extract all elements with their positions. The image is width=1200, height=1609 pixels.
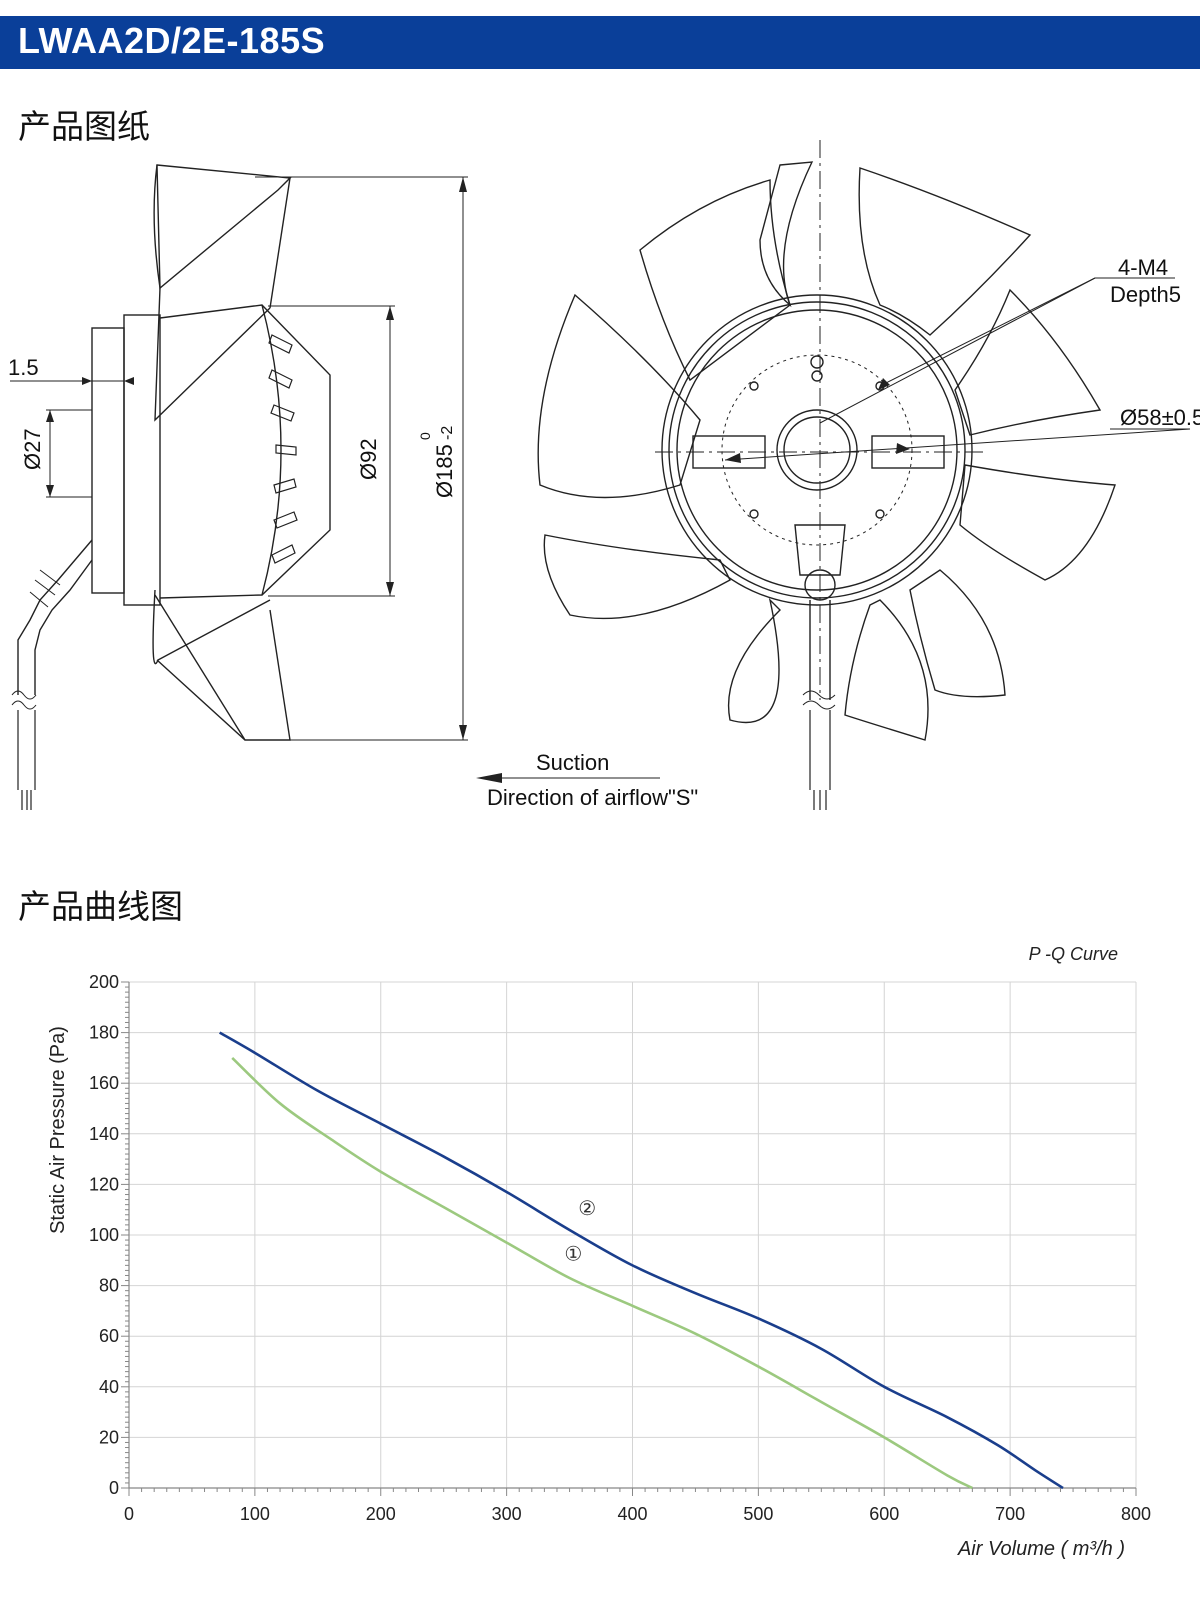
x-tick-label: 100 (240, 1504, 270, 1524)
section-title-curve: 产品曲线图 (18, 887, 183, 926)
y-tick-label: 0 (109, 1478, 119, 1498)
x-tick-label: 200 (366, 1504, 396, 1524)
y-tick-label: 200 (89, 972, 119, 992)
x-tick-label: 500 (743, 1504, 773, 1524)
y-tick-label: 100 (89, 1225, 119, 1245)
x-tick-label: 400 (617, 1504, 647, 1524)
section-title-drawing: 产品图纸 (18, 107, 150, 146)
dim-overall-tol-lower: -2 (439, 426, 456, 440)
y-tick-label: 160 (89, 1073, 119, 1093)
y-tick-label: 120 (89, 1174, 119, 1194)
series-line-2 (218, 1031, 1064, 1490)
airflow-label: Direction of airflow"S" (487, 785, 698, 810)
x-tick-label: 700 (995, 1504, 1025, 1524)
chart-ticks: 0 100 200 300 400 500 600 700 800 0 20 40 60 80 100 120… (89, 972, 1151, 1524)
front-view (476, 140, 1191, 810)
x-axis-title: Air Volume ( m³/h ) (957, 1538, 1125, 1560)
pq-chart: 0 100 200 300 400 500 600 700 800 0 20 40 60 80 100 120… (47, 944, 1151, 1560)
y-tick-label: 140 (89, 1124, 119, 1144)
technical-drawing: 1.5 Ø27 Ø92 Ø185 0 -2 (8, 140, 1200, 810)
y-tick-label: 60 (99, 1326, 119, 1346)
chart-series: ①② (218, 1031, 1064, 1490)
model-title: LWAA2D/2E-185S (18, 20, 326, 61)
dim-hub-label: Ø92 (356, 438, 381, 480)
x-tick-label: 300 (492, 1504, 522, 1524)
x-tick-label: 0 (124, 1504, 134, 1524)
dim-overall-tol-upper: 0 (417, 432, 433, 440)
y-axis-title: Static Air Pressure (Pa) (47, 1026, 69, 1234)
series-label-2: ② (578, 1198, 596, 1220)
x-tick-label: 800 (1121, 1504, 1151, 1524)
y-tick-label: 180 (89, 1023, 119, 1043)
y-tick-label: 20 (99, 1427, 119, 1447)
y-tick-label: 40 (99, 1377, 119, 1397)
suction-label: Suction (536, 750, 609, 775)
dim-overall-label: Ø185 (432, 444, 457, 498)
mount-depth-label: Depth5 (1110, 282, 1181, 307)
mount-holes-label: 4-M4 (1118, 255, 1168, 280)
title-bar: LWAA2D/2E-185S (0, 16, 1200, 69)
x-tick-label: 600 (869, 1504, 899, 1524)
dim-shaft-label: Ø27 (20, 428, 45, 470)
series-line-1 (231, 1056, 973, 1490)
side-view (10, 164, 468, 810)
y-tick-label: 80 (99, 1276, 119, 1296)
dim-flange-label: 1.5 (8, 355, 39, 380)
bolt-circle-label: Ø58±0.5 (1120, 405, 1200, 430)
chart-grid (121, 981, 1137, 1496)
chart-title: P -Q Curve (1029, 944, 1118, 964)
series-label-1: ① (564, 1243, 582, 1265)
